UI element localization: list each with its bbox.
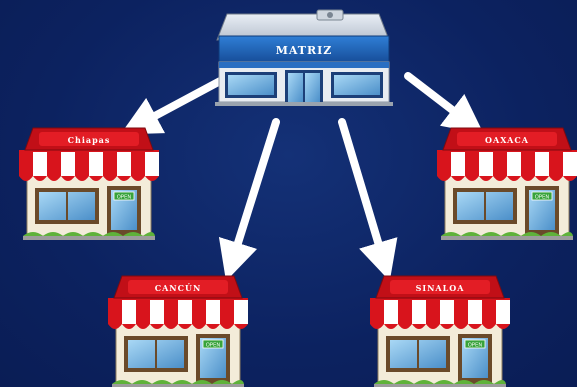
branch-label-cancun: CANCÚN	[155, 283, 202, 293]
arrow-to-cancun	[232, 122, 276, 262]
arrow-to-chiapas	[138, 80, 222, 125]
open-sign-sinaloa: OPEN	[468, 343, 483, 349]
branch-cancun: CANCÚN OPEN	[108, 276, 248, 387]
branch-oaxaca: OAXACA OPEN	[437, 128, 577, 240]
hq-building: MATRIZ	[215, 10, 393, 106]
branch-label-chiapas: Chiapas	[68, 135, 111, 145]
arrow-to-oaxaca	[408, 76, 468, 122]
open-sign-oaxaca: OPEN	[535, 195, 550, 201]
open-sign-chiapas: OPEN	[117, 195, 132, 201]
open-sign-cancun: OPEN	[206, 343, 221, 349]
branch-sinaloa: SINALOA OPEN	[370, 276, 510, 387]
branch-chiapas: Chiapas OPEN	[19, 128, 159, 240]
hq-label: MATRIZ	[276, 44, 333, 57]
arrow-to-sinaloa	[342, 122, 384, 262]
branch-label-oaxaca: OAXACA	[485, 135, 529, 145]
branch-label-sinaloa: SINALOA	[416, 283, 465, 293]
